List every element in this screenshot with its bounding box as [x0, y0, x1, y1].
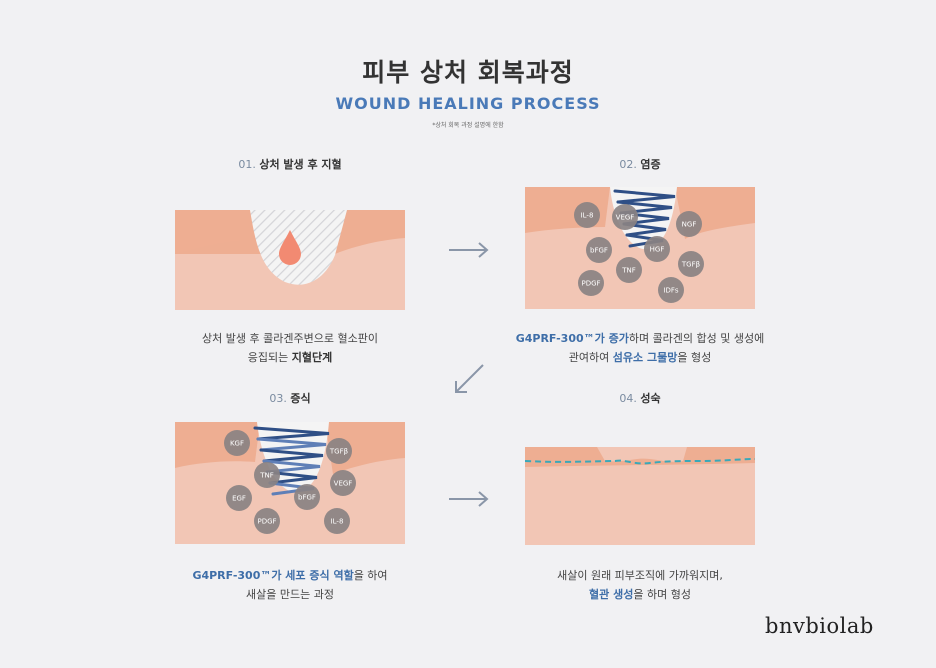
step-2-caption-line2: 관여하여 섬유소 그물망을 형성	[568, 351, 712, 364]
step-2-highlight-2: 섬유소 그물망	[612, 351, 678, 364]
step-4-caption: 새살이 원래 피부조직에 가까워지며, 혈관 생성을 하며 형성	[475, 566, 805, 604]
page-title: 피부 상처 회복과정	[362, 58, 574, 87]
svg-text:EGF: EGF	[232, 495, 246, 503]
growth-factor-tgf: TGFβ	[326, 438, 352, 464]
svg-text:IL-8: IL-8	[581, 212, 594, 220]
growth-factor-bfgf: bFGF	[294, 484, 320, 510]
coil-segment	[256, 437, 327, 452]
step-4-caption-line2: 혈관 생성을 하며 형성	[589, 588, 691, 601]
svg-text:TNF: TNF	[259, 472, 274, 480]
step-1-caption-line2: 응집되는 지혈단계	[247, 351, 333, 364]
step-3-heading: 03. 증식	[175, 390, 405, 406]
step-3-caption-line1: G4PRF-300™가 세포 증식 역할을 하여	[192, 569, 388, 582]
step-4-heading: 04. 성숙	[525, 390, 755, 406]
step-2-number: 02.	[619, 158, 637, 171]
svg-text:IDFs: IDFs	[663, 287, 678, 295]
regenerated-line	[525, 458, 755, 465]
svg-text:NGF: NGF	[682, 221, 697, 229]
svg-text:bFGF: bFGF	[590, 247, 608, 255]
blood-drop-icon	[279, 230, 301, 265]
step-1-title: 상처 발생 후 지혈	[259, 158, 342, 171]
growth-factor-bfgf: bFGF	[586, 237, 612, 263]
step-3-title: 증식	[290, 392, 311, 405]
svg-text:TNF: TNF	[621, 267, 636, 275]
svg-text:PDGF: PDGF	[581, 280, 600, 288]
brand-logo: bnvbiolab	[765, 614, 874, 638]
svg-text:TGFβ: TGFβ	[681, 261, 700, 269]
svg-text:PDGF: PDGF	[257, 518, 276, 526]
step-1-illustration	[175, 210, 405, 310]
step-1-number: 01.	[238, 158, 256, 171]
svg-text:VEGF: VEGF	[334, 480, 353, 488]
svg-text:bFGF: bFGF	[298, 494, 316, 502]
growth-factor-pdgf: PDGF	[254, 508, 280, 534]
growth-factor-ngf: NGF	[676, 211, 702, 237]
coil-segment	[616, 200, 673, 215]
coil-segment	[262, 459, 321, 474]
growth-factor-kgf: KGF	[224, 430, 250, 456]
growth-factor-vegf: VEGF	[330, 470, 356, 496]
step-4-illustration	[525, 447, 755, 545]
growth-factor-idfs: IDFs	[658, 277, 684, 303]
step-1-heading: 01. 상처 발생 후 지혈	[175, 156, 405, 172]
growth-factor-vegf: VEGF	[612, 204, 638, 230]
step-2-caption: G4PRF-300™가 증가하며 콜라겐의 합성 및 생성에 관여하여 섬유소 …	[475, 329, 805, 367]
growth-factor-pdgf: PDGF	[578, 270, 604, 296]
step-1-caption: 상처 발생 후 콜라겐주변으로 혈소판이 응집되는 지혈단계	[125, 329, 455, 367]
arrow-right-icon	[449, 242, 489, 258]
step-3-number: 03.	[269, 392, 287, 405]
step-2-caption-line1: G4PRF-300™가 증가하며 콜라겐의 합성 및 생성에	[515, 332, 765, 345]
svg-text:TGFβ: TGFβ	[329, 448, 348, 456]
growth-factor-tgf: TGFβ	[678, 251, 704, 277]
growth-factor-hgf: HGF	[644, 236, 670, 262]
coil-segment	[253, 426, 330, 441]
step-4-caption-line1: 새살이 원래 피부조직에 가까워지며,	[557, 569, 723, 582]
svg-text:VEGF: VEGF	[616, 214, 635, 222]
coil-segment	[622, 222, 667, 237]
coil-segment	[259, 448, 324, 463]
step-3-highlight: G4PRF-300™가 세포 증식 역할	[192, 569, 354, 582]
step-3-caption-line2: 새살을 만드는 과정	[246, 588, 334, 601]
page-subtitle: WOUND HEALING PROCESS	[335, 94, 601, 113]
step-2-heading: 02. 염증	[525, 156, 755, 172]
step-1-highlight: 지혈단계	[291, 351, 333, 364]
step-2-highlight-1: G4PRF-300™가 증가	[515, 332, 629, 345]
growth-factor-il8: IL-8	[574, 202, 600, 228]
svg-text:IL-8: IL-8	[331, 518, 344, 526]
step-1-caption-line1: 상처 발생 후 콜라겐주변으로 혈소판이	[202, 332, 378, 345]
arrow-right-icon	[449, 491, 489, 507]
svg-text:KGF: KGF	[230, 440, 244, 448]
growth-factor-il8: IL-8	[324, 508, 350, 534]
step-3-caption: G4PRF-300™가 세포 증식 역할을 하여 새살을 만드는 과정	[125, 566, 455, 604]
growth-factor-tnf: TNF	[254, 462, 280, 488]
footnote: *상처 회복 과정 설명에 한함	[432, 122, 504, 129]
growth-factor-egf: EGF	[226, 485, 252, 511]
coil-segment	[613, 189, 676, 204]
step-4-highlight: 혈관 생성	[589, 588, 634, 601]
coil-segment	[265, 470, 318, 485]
step-4-number: 04.	[619, 392, 637, 405]
step-4-title: 성숙	[640, 392, 661, 405]
arrow-down-left-icon	[455, 364, 484, 393]
svg-text:HGF: HGF	[650, 246, 665, 254]
step-2-title: 염증	[640, 158, 661, 171]
growth-factor-tnf: TNF	[616, 257, 642, 283]
